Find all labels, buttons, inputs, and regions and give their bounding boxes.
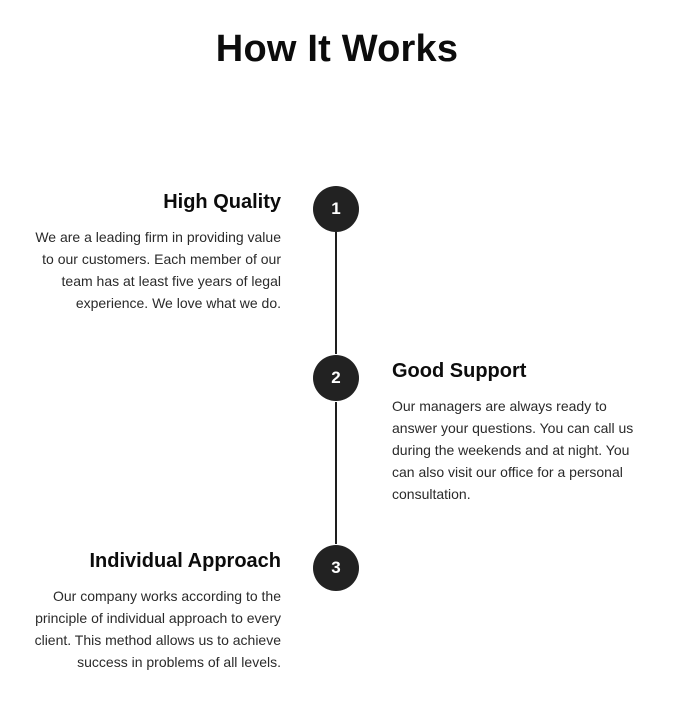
step-number-badge: 2	[313, 355, 359, 401]
step-heading: High Quality	[163, 191, 281, 213]
step-item-individual-approach: Individual Approach Our company works ac…	[31, 549, 281, 673]
timeline-connector	[335, 232, 337, 354]
step-heading: Individual Approach	[89, 550, 282, 572]
step-number-badge: 1	[313, 186, 359, 232]
timeline-connector	[335, 402, 337, 544]
step-heading: Good Support	[392, 360, 527, 382]
step-item-good-support: Good Support Our managers are always rea…	[392, 359, 642, 505]
step-description: Our company works according to the princ…	[34, 588, 281, 670]
step-description: We are a leading firm in providing value…	[35, 229, 281, 311]
step-description: Our managers are always ready to answer …	[392, 398, 634, 502]
step-item-high-quality: High Quality We are a leading firm in pr…	[31, 190, 281, 314]
step-number-badge: 3	[313, 545, 359, 591]
page-title: How It Works	[215, 28, 459, 70]
